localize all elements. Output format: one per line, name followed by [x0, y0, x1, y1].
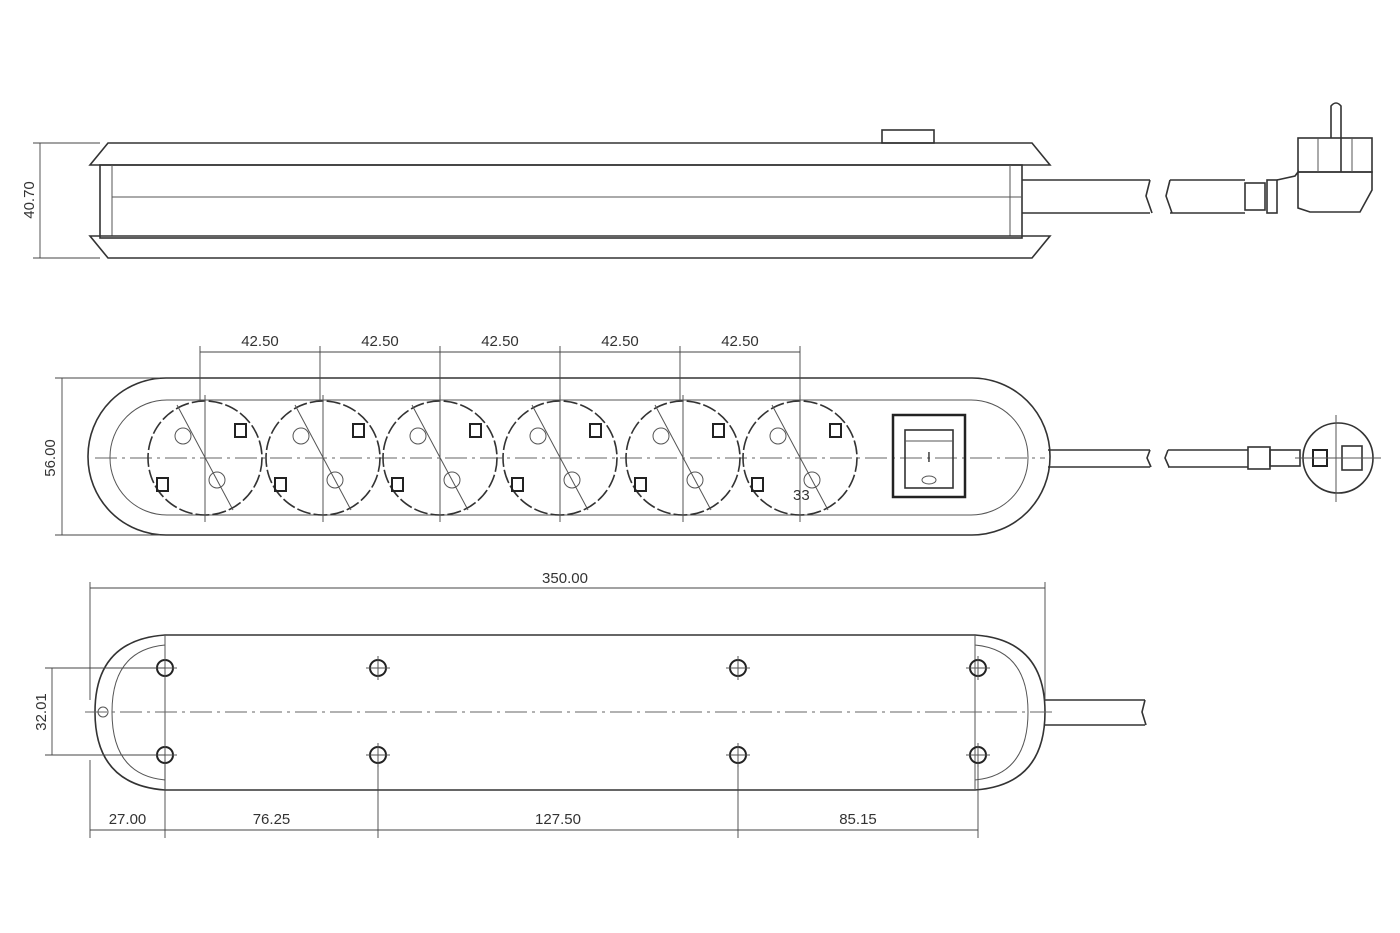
- length-dimension: 350.00: [89, 570, 1046, 700]
- earth-clip: [712, 423, 725, 438]
- socket-pitch-label: 42.50: [481, 333, 519, 350]
- socket-pin-hole: [529, 427, 547, 445]
- bottom-dim-label: 127.50: [535, 811, 581, 828]
- height-dim-label: 40.70: [21, 181, 38, 219]
- socket-pitch-label: 42.50: [241, 333, 279, 350]
- top-view: 42.50 42.50 42.50 42.50 42.50 33 I 56.00: [42, 333, 1381, 536]
- socket-pin-hole: [803, 471, 821, 489]
- width-dim-label: 56.00: [42, 439, 59, 477]
- earth-clip: [511, 477, 524, 492]
- earth-clip: [634, 477, 647, 492]
- bottom-dimensions: 27.00 76.25 127.50 85.15: [89, 760, 979, 838]
- earth-clip: [352, 423, 365, 438]
- body: [99, 164, 1023, 239]
- sockets: [147, 395, 858, 522]
- socket-pitch-label: 42.50: [721, 333, 759, 350]
- cord-end: [1164, 449, 1248, 468]
- earth-clip: [234, 423, 247, 438]
- cord: [1048, 449, 1152, 468]
- socket: [382, 395, 498, 522]
- socket-pin-hole: [563, 471, 581, 489]
- cord: [1045, 699, 1147, 726]
- socket-pin-hole: [409, 427, 427, 445]
- socket-pitch-label: 42.50: [601, 333, 639, 350]
- hole-spacing-label: 32.01: [33, 693, 50, 731]
- switch-on-label: I: [927, 449, 931, 466]
- top-cover: [88, 142, 1052, 166]
- socket-pin-hole: [208, 471, 226, 489]
- screw-hole: [966, 656, 990, 680]
- earth-clip: [589, 423, 602, 438]
- socket: [742, 395, 858, 522]
- angled-plug: [1244, 102, 1373, 214]
- socket: [147, 395, 263, 522]
- bottom-view: 350.00 32.01 27.00 76.25 127.50 85.15: [33, 570, 1147, 838]
- screw-hole: [366, 656, 390, 680]
- earth-clip: [469, 423, 482, 438]
- housing-outline: [87, 377, 1051, 536]
- switch-off-mark: [921, 475, 937, 485]
- width-dimension: 56.00: [42, 377, 160, 536]
- length-dim-label: 350.00: [542, 570, 588, 587]
- height-dimension: 40.70: [21, 142, 100, 259]
- socket-pin-hole: [292, 427, 310, 445]
- socket: [265, 395, 381, 522]
- hanging-hole: [97, 706, 109, 718]
- socket-pin-hole: [326, 471, 344, 489]
- socket-pitch-dimensions: 42.50 42.50 42.50 42.50 42.50: [199, 333, 801, 400]
- bottom-base: [88, 235, 1052, 259]
- bottom-dim-label: 76.25: [253, 811, 291, 828]
- socket-pin-hole: [652, 427, 670, 445]
- earth-clip: [751, 477, 764, 492]
- screw-hole: [726, 656, 750, 680]
- earth-clip: [156, 477, 169, 492]
- socket-pitch-label: 42.50: [361, 333, 399, 350]
- socket-pin-hole: [686, 471, 704, 489]
- cord: [1022, 179, 1153, 214]
- earth-clip: [391, 477, 404, 492]
- socket-mark: 33: [793, 487, 810, 504]
- socket-pin-hole: [174, 427, 192, 445]
- bottom-dim-label: 85.15: [839, 811, 877, 828]
- side-view: 40.70: [21, 102, 1373, 259]
- plug-face: [1247, 415, 1381, 502]
- bottom-dim-label: 27.00: [109, 811, 147, 828]
- earth-clip: [829, 423, 842, 438]
- cord-end: [1165, 179, 1245, 214]
- hole-spacing-dimension: 32.01: [33, 667, 165, 756]
- rocker-switch[interactable]: I: [891, 413, 967, 499]
- socket: [625, 395, 741, 522]
- socket-pin-hole: [443, 471, 461, 489]
- switch-button-side: [881, 129, 935, 144]
- socket-pin-hole: [769, 427, 787, 445]
- socket: [502, 395, 618, 522]
- earth-clip: [274, 477, 287, 492]
